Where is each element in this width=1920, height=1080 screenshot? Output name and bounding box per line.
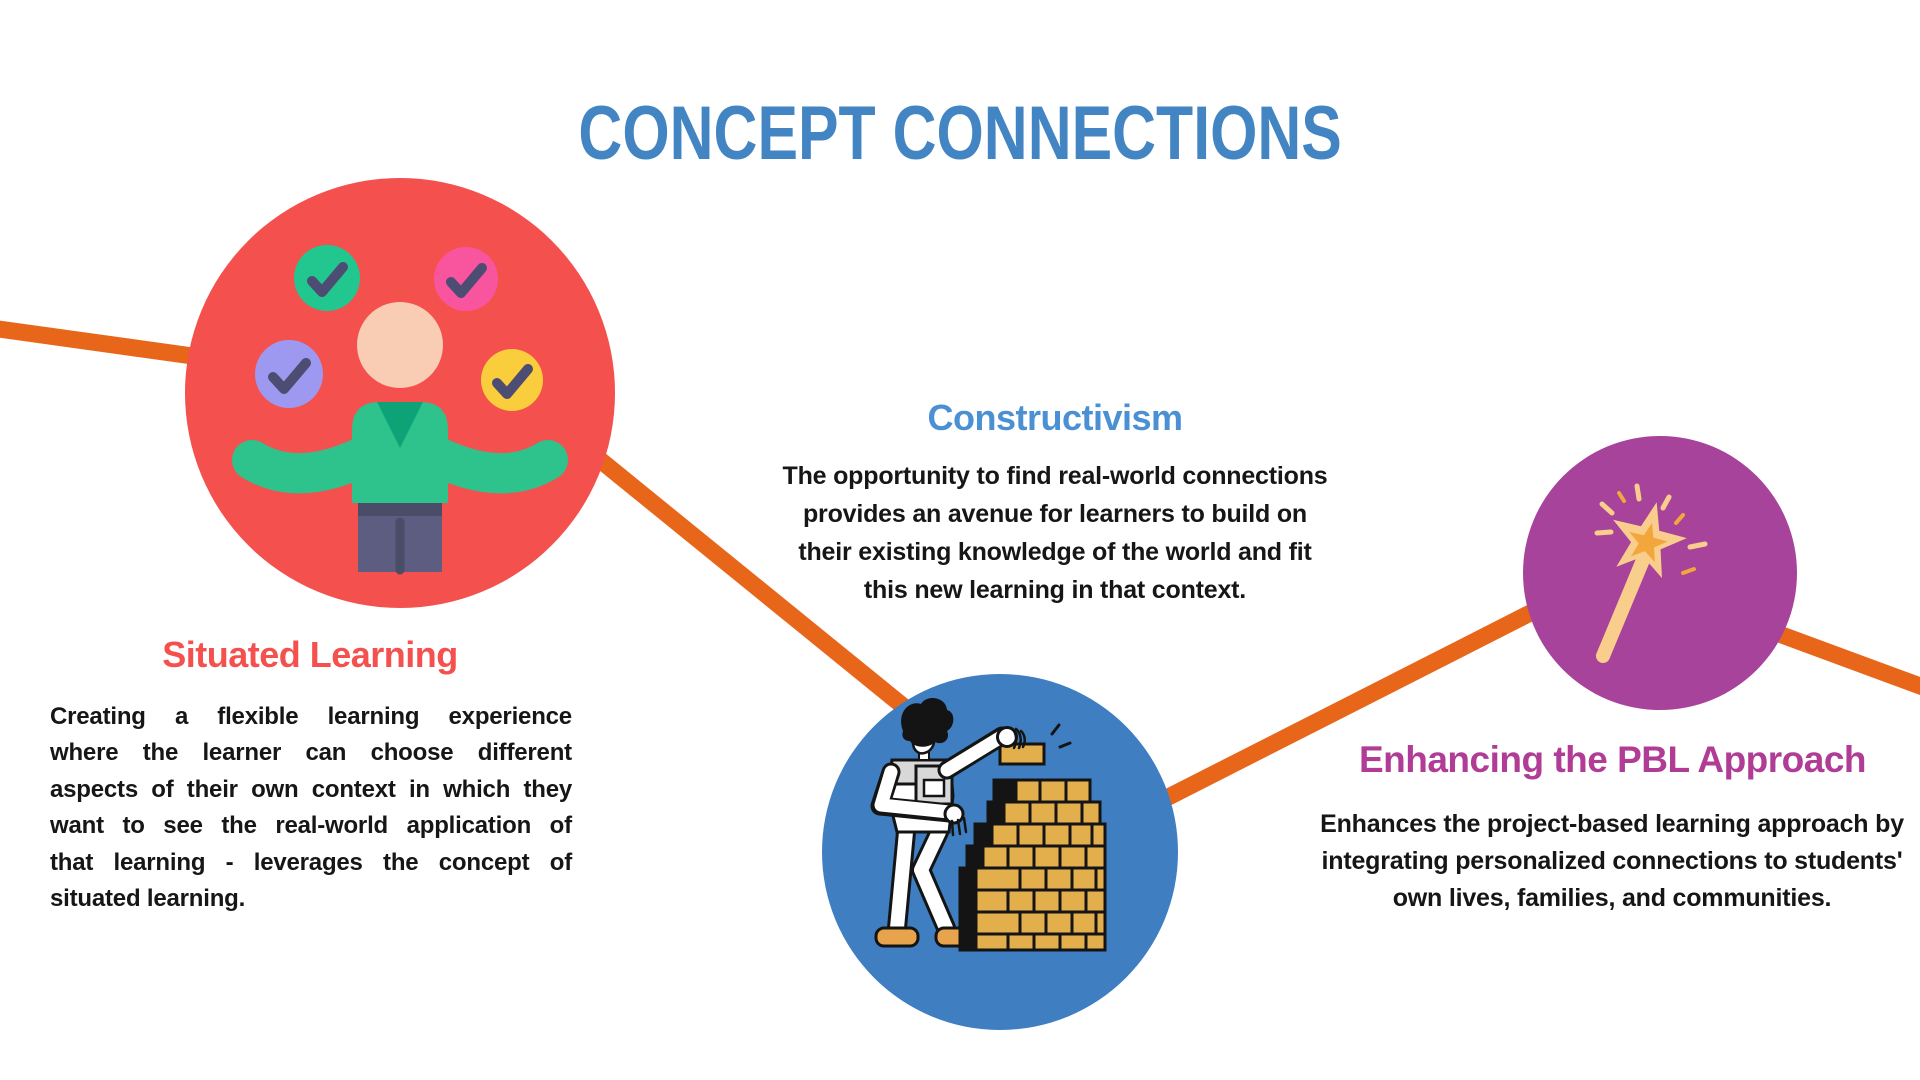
pbl-circle: [1523, 436, 1797, 710]
checkmark-bubble-lavender: [255, 340, 323, 408]
constructivism-circle: [822, 674, 1178, 1030]
situated-circle-bg: [185, 178, 615, 608]
magic-wand-icon: [1594, 483, 1708, 663]
checkmark-bubble-green: [294, 245, 360, 311]
page-title: CONCEPT CONNECTIONS: [0, 90, 1920, 177]
situated-learning-heading: Situated Learning: [162, 634, 458, 675]
bricklayer-arms: [870, 726, 1026, 837]
juggling-person-icon: [232, 245, 568, 575]
brick-wall: [958, 778, 1107, 952]
wand-sparkles: [1594, 483, 1708, 575]
bricklayer-icon: [870, 698, 1107, 952]
page-title-text: CONCEPT CONNECTIONS: [578, 91, 1342, 176]
paragraph-line: situated learning.: [50, 884, 246, 912]
situated-circle: [185, 178, 615, 608]
paragraph-line: provides an avenue for learners to build…: [802, 500, 1307, 528]
pbl-heading: Enhancing the PBL Approach: [1358, 739, 1867, 780]
wand-star-inner: [1629, 522, 1668, 563]
placed-brick: [998, 723, 1072, 766]
constructivism-heading: Constructivism: [927, 397, 1183, 438]
pbl-paragraph: Enhances the project-based learning appr…: [1318, 806, 1906, 917]
checkmark-bubble-pink: [434, 247, 498, 311]
checkmark-bubble-yellow: [481, 349, 543, 411]
paragraph-line: integrating personalized connections to …: [1321, 847, 1903, 875]
paragraph-line: their existing knowledge of the world an…: [798, 538, 1312, 566]
paragraph-line: The opportunity to find real-world conne…: [782, 462, 1328, 490]
paragraph-line: Enhances the project-based learning appr…: [1320, 810, 1904, 838]
paragraph-line: own lives, families, and communities.: [1392, 884, 1832, 912]
constructivism-paragraph: The opportunity to find real-world conne…: [772, 457, 1338, 609]
paragraph-line: this new learning in that context.: [863, 576, 1247, 604]
